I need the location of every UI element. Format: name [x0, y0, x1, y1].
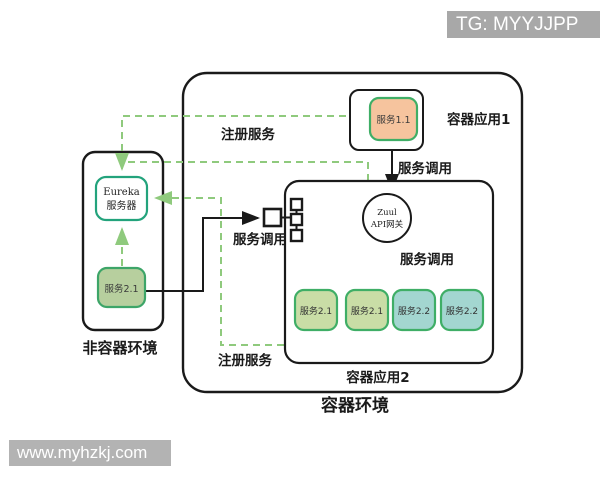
node-service-1-1	[368, 96, 419, 142]
node-service-row-1-label: 服务2.1	[300, 305, 332, 317]
register-line-services-to-eureka	[154, 191, 463, 346]
port-connector-icon	[262, 197, 304, 243]
watermark-top-right: TG: MYYJJPP	[447, 11, 600, 38]
label-container-app1: 容器应用1	[446, 111, 510, 128]
node-service-1-1-label: 服务1.1	[376, 114, 410, 126]
node-service-row-3	[391, 288, 437, 332]
call-line-service21-to-port	[145, 211, 260, 292]
node-service-row-2-label: 服务2.1	[351, 305, 383, 317]
label-register-service-bottom: 注册服务	[218, 352, 272, 369]
label-container-app2: 容器应用2	[345, 369, 409, 386]
label-container-env: 容器环境	[321, 395, 389, 416]
node-service-row-3-label: 服务2.2	[398, 305, 430, 317]
label-non-container-env: 非容器环境	[82, 339, 157, 357]
node-zuul-label-line1: Zuul	[377, 208, 397, 218]
node-service-2-1-standalone	[96, 266, 147, 309]
node-eureka-server	[94, 175, 149, 222]
node-eureka-label-line1: Eureka	[103, 187, 139, 198]
node-service-row-1	[293, 288, 339, 332]
register-line-zuul-to-eureka	[124, 161, 369, 193]
node-zuul-label-line2: API网关	[370, 219, 404, 230]
node-eureka-label-line2: 服务器	[107, 199, 137, 212]
label-service-call-mid: 服务调用	[233, 231, 287, 248]
node-service-2-1-standalone-label: 服务2.1	[104, 283, 138, 295]
watermark-bottom-left: www.myhzkj.com	[9, 440, 171, 466]
label-service-call-top: 服务调用	[398, 160, 452, 177]
node-zuul-gateway	[362, 193, 412, 243]
node-service-row-2	[344, 288, 390, 332]
node-service-row-4-label: 服务2.2	[446, 305, 478, 317]
node-service-row-4	[439, 288, 485, 332]
label-service-call-gateway: 服务调用	[400, 251, 454, 268]
label-register-service-top: 注册服务	[221, 126, 275, 143]
